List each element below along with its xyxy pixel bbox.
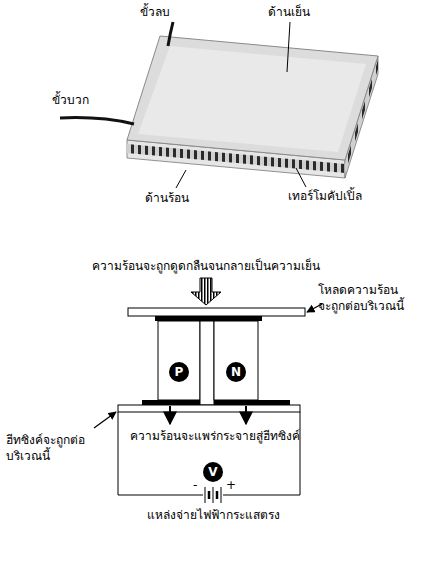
annotation: ขั้วบวก: [52, 92, 89, 108]
node-letter: P: [175, 366, 184, 378]
annotation: ด้านเย็น: [268, 4, 310, 20]
battery-plate: [205, 487, 206, 503]
annotation: โหลดความร้อน จะถูกต่อบริเวณนี้: [318, 282, 418, 314]
semiconductor-circle: N: [226, 362, 246, 382]
battery-plate: [216, 491, 219, 499]
annotation: ความร้อนจะถูกดูดกลืนจนกลายเป็นความเย็น: [92, 258, 320, 274]
negative-wire: [168, 22, 173, 46]
cold-plate: [128, 308, 305, 316]
peltier-module-photo: [60, 22, 378, 188]
annotation: แหล่งจ่ายไฟฟ้ากระแสตรง: [147, 507, 280, 523]
circuit-wire: [118, 412, 300, 495]
cold-plate: [127, 36, 378, 160]
heat-out-arrow: [169, 406, 171, 424]
n-element: [214, 321, 258, 400]
leader-line: [287, 22, 290, 72]
node-letter: N: [231, 366, 241, 378]
voltmeter-symbol: V: [203, 462, 223, 482]
bottom-conductor: [214, 400, 290, 405]
annotation: เทอร์โมคัปเปิ้ล: [288, 188, 362, 204]
polarity-sign: +: [226, 477, 236, 493]
positive-wire: [60, 118, 134, 124]
bottom-conductor: [142, 400, 200, 405]
battery-plate: [213, 487, 214, 503]
schematic: [94, 278, 322, 503]
insulator: [200, 321, 214, 405]
heat-out-arrow: [245, 406, 247, 424]
polarity-sign: -: [193, 477, 197, 493]
leader-line: [296, 168, 306, 187]
p-element: [158, 321, 200, 400]
annotation: ด้านร้อน: [145, 190, 189, 206]
top-conductor: [155, 316, 262, 321]
pointer-arrow: [94, 412, 116, 428]
heat-in-arrow: [191, 278, 221, 305]
battery-plate: [221, 487, 222, 503]
battery-plate: [208, 491, 211, 499]
annotation: ฮีทซิงค์จะถูกต่อ บริเวณนี้: [6, 432, 106, 464]
node-letter: V: [208, 466, 217, 478]
cold-plate-sheen: [138, 46, 366, 152]
hot-plate: [118, 405, 300, 412]
semiconductor-circle: P: [169, 362, 189, 382]
leader-line: [176, 170, 186, 188]
annotation: ความร้อนจะแพร่กระจายสู่ฮีทซิงค์: [130, 428, 300, 444]
annotation: ขั้วลบ: [140, 4, 170, 20]
